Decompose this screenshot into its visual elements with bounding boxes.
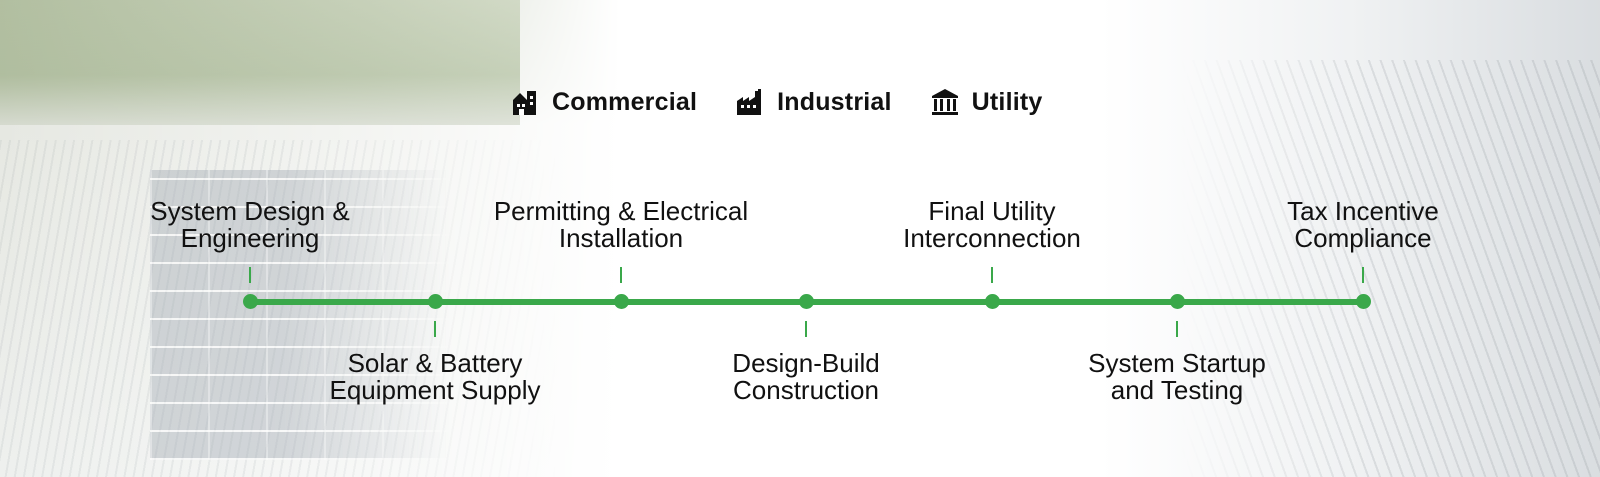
timeline-step-label: System Design &Engineering: [90, 198, 410, 252]
step-label-line2: Construction: [733, 375, 879, 405]
timeline-node: [798, 294, 814, 309]
step-label-line2: Compliance: [1294, 223, 1432, 253]
timeline-tick: [1362, 267, 1364, 283]
legend-label-industrial: Industrial: [777, 87, 892, 116]
timeline-tick: [434, 321, 436, 337]
background-solar-panels: [150, 170, 450, 460]
timeline-tick: [805, 321, 807, 337]
legend-label-utility: Utility: [971, 87, 1043, 116]
timeline-node: [613, 294, 629, 309]
background-right-roof: [1100, 0, 1600, 477]
factory-icon: [737, 89, 762, 115]
legend-item-commercial: Commercial: [510, 87, 697, 117]
timeline-tick: [620, 267, 622, 283]
timeline-node: [1355, 294, 1371, 309]
timeline-tick: [249, 267, 251, 283]
background-farm-field: [0, 0, 520, 125]
step-label-line1: Tax Incentive: [1287, 196, 1439, 226]
step-label-line1: Final Utility: [928, 196, 1056, 226]
timeline-node: [1169, 294, 1185, 309]
timeline-node: [242, 294, 258, 309]
step-label-line1: Design-Build: [732, 348, 880, 378]
utility-columns-icon: [931, 89, 958, 115]
legend-item-industrial: Industrial: [735, 87, 892, 117]
legend-label-commercial: Commercial: [552, 87, 698, 116]
commercial-building-icon: [513, 91, 536, 115]
background-roof-ribs-right: [1180, 60, 1600, 477]
step-label-line1: Solar & Battery: [347, 348, 523, 378]
step-label-line2: and Testing: [1110, 375, 1244, 405]
sector-legend: Commercial Industrial Utility: [510, 82, 1043, 122]
legend-item-utility: Utility: [930, 87, 1043, 117]
timeline-node: [427, 294, 443, 309]
timeline-tick: [1176, 321, 1178, 337]
step-label-line2: Engineering: [180, 223, 320, 253]
timeline-node: [984, 294, 1000, 309]
step-label-line1: Permitting & Electrical: [493, 196, 749, 226]
step-label-line2: Installation: [558, 223, 684, 253]
step-label-line1: System Startup: [1088, 348, 1266, 378]
step-label-line2: Interconnection: [903, 223, 1081, 253]
timeline-tick: [991, 267, 993, 283]
step-label-line2: Equipment Supply: [329, 375, 541, 405]
step-label-line1: System Design &: [150, 196, 350, 226]
